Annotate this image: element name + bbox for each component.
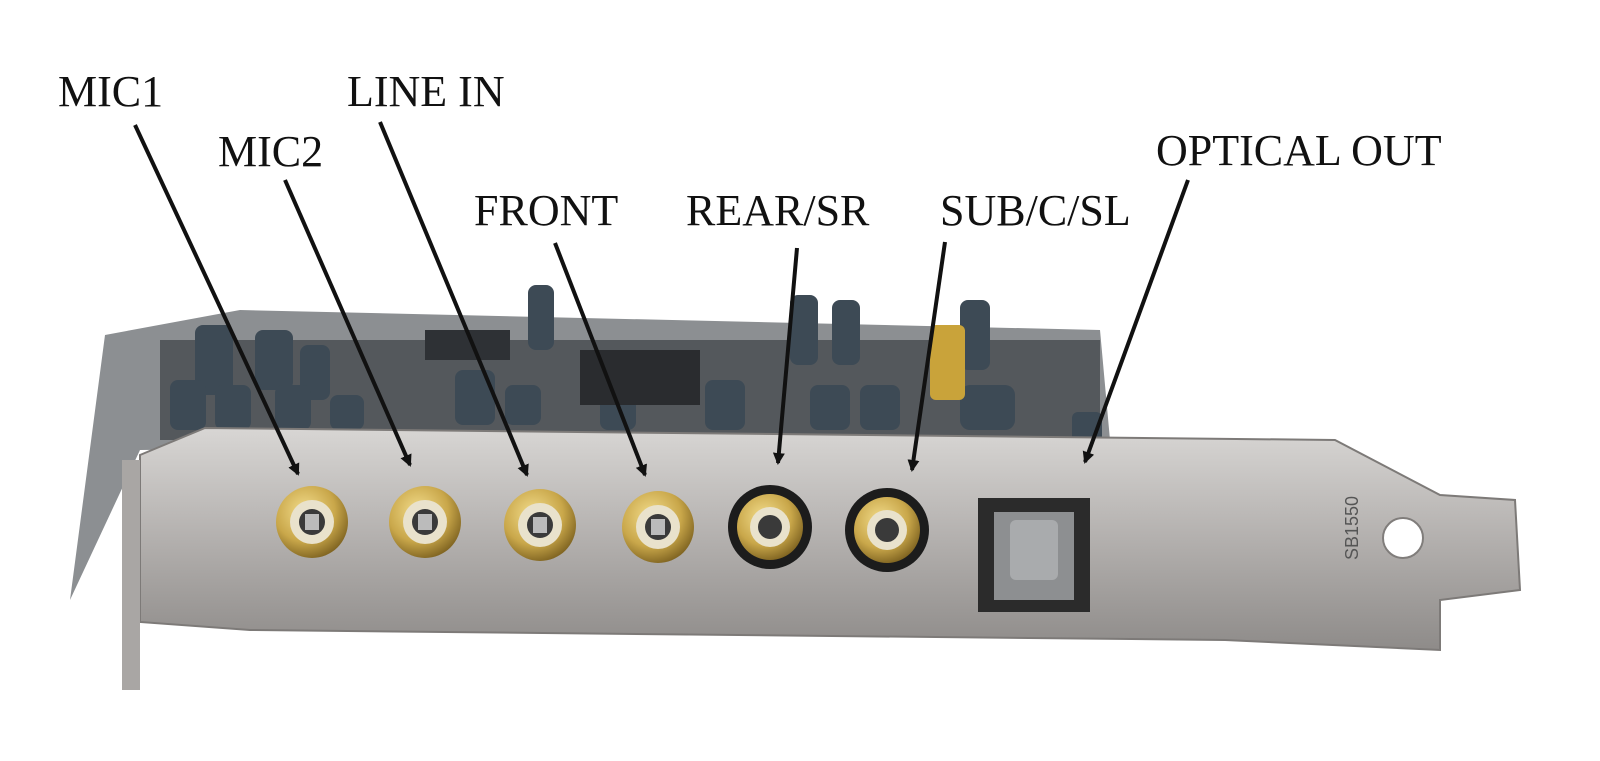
front-arrow (553, 242, 647, 477)
mounting-hole (1382, 517, 1424, 559)
rear-arrow (772, 247, 799, 465)
optical-arrow (1082, 179, 1190, 464)
mic2-jack (389, 486, 461, 558)
label-mic1: MIC1 (58, 67, 163, 116)
line-in-jack (504, 489, 576, 561)
rear-jack (728, 485, 812, 569)
label-mic2: MIC2 (218, 127, 323, 176)
circuit-board (70, 285, 1110, 600)
label-front: FRONT (474, 186, 618, 235)
mic1-arrow (133, 124, 300, 476)
label-rear: REAR/SR (686, 186, 870, 235)
pci-bracket: SB1550 (122, 426, 1522, 690)
label-sub: SUB/C/SL (940, 186, 1131, 235)
bracket-marking: SB1550 (1342, 496, 1362, 560)
label-optical-out: OPTICAL OUT (1156, 126, 1442, 175)
optical-out-port (978, 498, 1090, 612)
mic2-arrow (283, 179, 412, 467)
sub-jack (845, 488, 929, 572)
sub-arrow (907, 241, 947, 472)
line-in-arrow (378, 121, 529, 477)
label-line-in: LINE IN (347, 67, 505, 116)
jacks (276, 485, 1090, 612)
mic1-jack (276, 486, 348, 558)
front-jack (622, 491, 694, 563)
arrows (133, 121, 1190, 477)
